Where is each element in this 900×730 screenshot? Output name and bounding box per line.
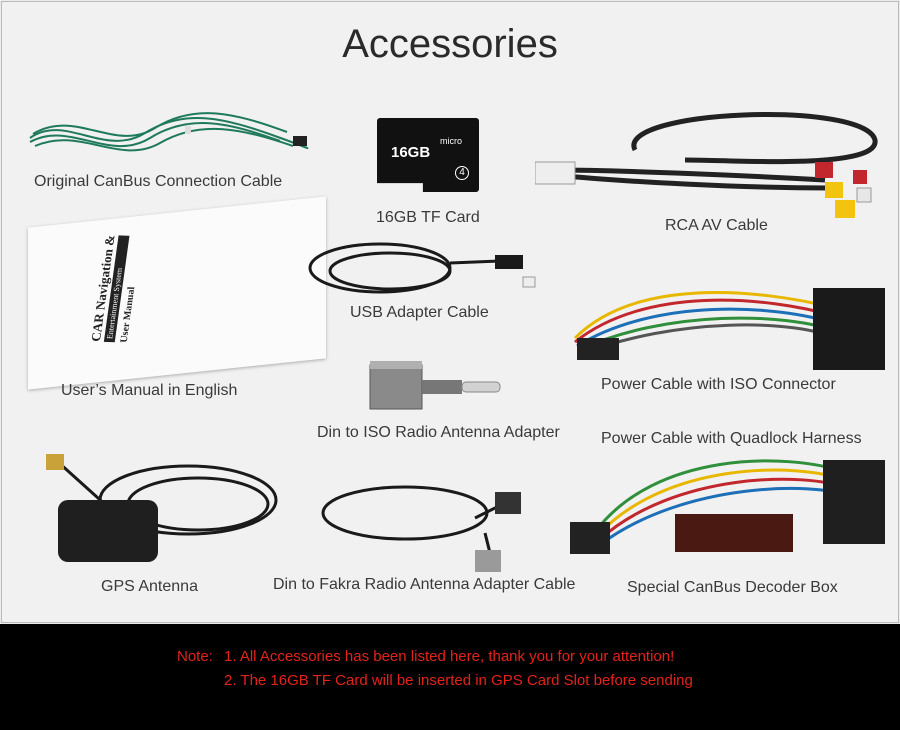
tf-card-label: 16GB TF Card (376, 209, 480, 226)
quadlock-power-cable-label: Power Cable with Quadlock Harness (601, 430, 862, 447)
quadlock-decoder-image (565, 452, 895, 577)
user-manual-label: User’s Manual in English (61, 382, 238, 399)
rca-cable-image (535, 100, 885, 230)
fakra-antenna-cable-label: Din to Fakra Radio Antenna Adapter Cable (273, 576, 576, 593)
tf-card-brand: micro (440, 136, 462, 146)
gps-antenna-image (38, 452, 288, 572)
decoder-box-label: Special CanBus Decoder Box (627, 579, 838, 596)
fakra-antenna-cable-image (315, 478, 545, 578)
iso-antenna-adapter-image (365, 355, 505, 415)
gps-antenna-label: GPS Antenna (101, 578, 198, 595)
canbus-cable-label: Original CanBus Connection Cable (34, 173, 283, 190)
manual-cover-text: CAR Navigation & Entertainment System Us… (88, 235, 144, 343)
note-prefix: Note: (177, 648, 213, 665)
rca-cable-label: RCA AV Cable (665, 217, 768, 234)
iso-antenna-adapter-label: Din to ISO Radio Antenna Adapter (317, 424, 560, 441)
usb-cable-label: USB Adapter Cable (350, 304, 489, 321)
iso-power-cable-label: Power Cable with ISO Connector (601, 376, 836, 393)
usb-cable-image (300, 233, 550, 303)
tf-card-capacity: 16GB (391, 144, 431, 161)
tf-card-class: 4 (455, 166, 469, 180)
note-line2: 2. The 16GB TF Card will be inserted in … (224, 672, 693, 689)
user-manual-image: CAR Navigation & Entertainment System Us… (28, 196, 326, 390)
note-line1: 1. All Accessories has been listed here,… (224, 648, 675, 665)
canbus-cable-image (25, 108, 315, 168)
tf-card-image: 16GB micro 4 (377, 118, 479, 192)
iso-power-cable-image (555, 278, 895, 378)
page-title: Accessories (342, 22, 558, 66)
note-footer (0, 624, 900, 730)
